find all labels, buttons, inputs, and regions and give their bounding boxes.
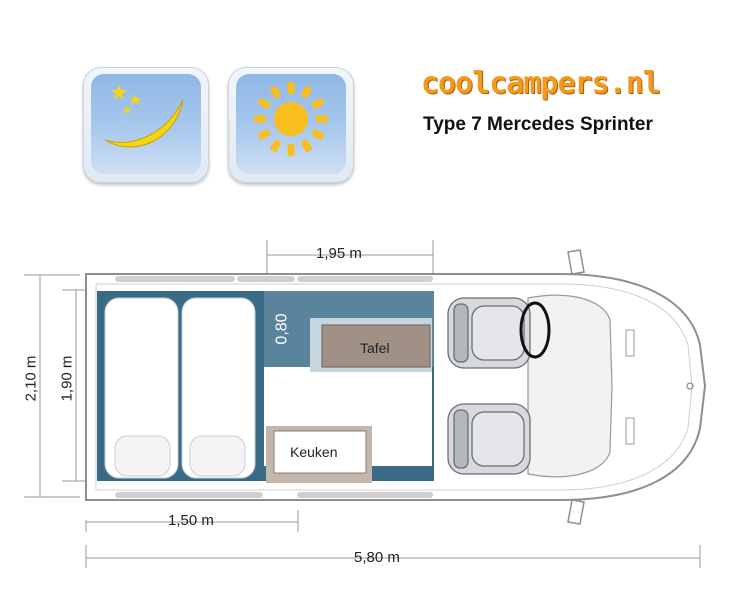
bed-right	[181, 297, 256, 479]
model-title: Type 7 Mercedes Sprinter	[423, 114, 653, 135]
table	[321, 324, 431, 368]
dim-table-length: 1,95 m	[316, 245, 362, 262]
moon-stars-icon	[104, 84, 184, 148]
day-icon-tile	[228, 67, 354, 183]
driver-seat	[447, 297, 531, 369]
dim-table-width: 0,80	[273, 313, 291, 345]
brand-logo: coolcampers.nl	[421, 66, 661, 101]
pillow-left	[114, 435, 171, 477]
night-icon-tile	[83, 67, 209, 183]
pillow-right	[189, 435, 246, 477]
table-label: Tafel	[360, 340, 390, 356]
kitchen-label: Keuken	[290, 444, 338, 460]
mirror-right	[567, 499, 585, 525]
sun-icon	[254, 82, 328, 156]
windshield	[527, 294, 613, 478]
steering-wheel	[519, 301, 551, 359]
dim-total-width: 2,10 m	[22, 355, 40, 402]
bed-left	[104, 297, 179, 479]
dim-total-length: 5,80 m	[354, 549, 400, 566]
passenger-seat	[447, 403, 531, 475]
mirror-left	[567, 249, 585, 275]
dim-inner-width: 1,90 m	[58, 355, 76, 402]
dim-bed-length: 1,50 m	[168, 512, 214, 529]
